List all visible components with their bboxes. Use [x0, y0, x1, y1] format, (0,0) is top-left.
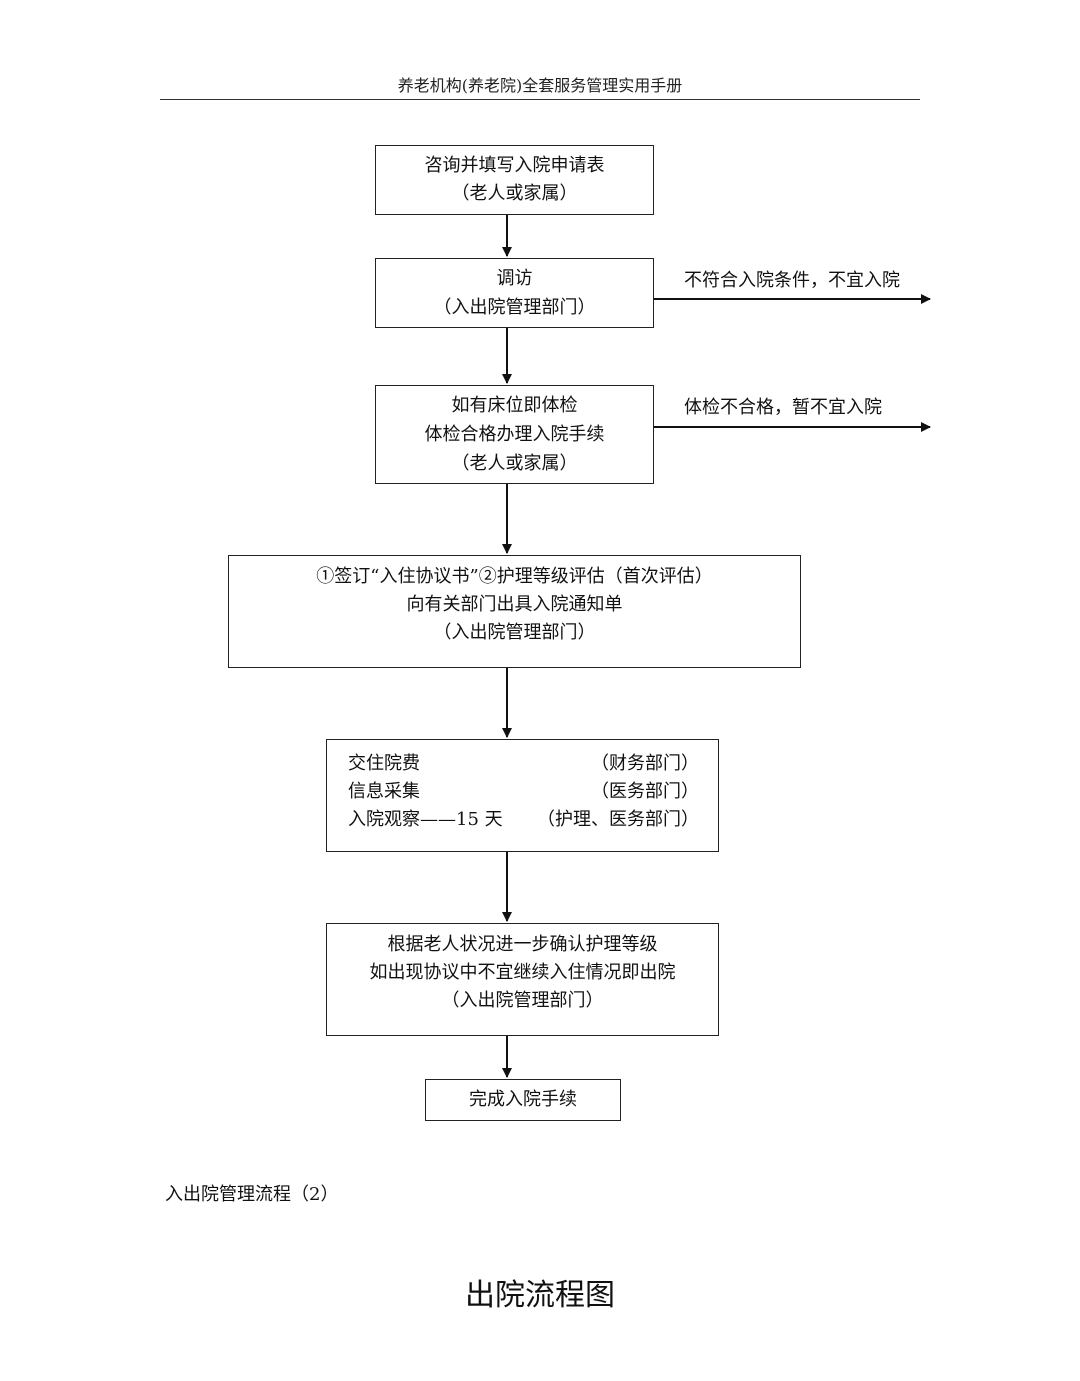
- header-rule: [160, 99, 920, 100]
- step-agreement-line-1: ①签订“入住协议书”②护理等级评估（首次评估）: [316, 566, 713, 587]
- step-agreement-line-2: 向有关部门出具入院通知单: [406, 594, 623, 615]
- step-confirm-line-3: （入出院管理部门）: [441, 990, 604, 1011]
- step-exam-box: 如有床位即体检 体检合格办理入院手续 （老人或家属）: [375, 385, 654, 484]
- step-visit-line-1: 调访: [496, 268, 533, 289]
- step-visit-box: 调访 （入出院管理部门）: [375, 258, 654, 328]
- info-label: 信息采集: [348, 781, 420, 802]
- reject-label-1: 不符合入院条件，不宜入院: [684, 270, 900, 291]
- observe-dept: （护理、医务部门）: [537, 809, 699, 830]
- fee-dept: （财务部门）: [591, 753, 699, 774]
- step-exam-line-2: 体检合格办理入院手续: [424, 424, 605, 445]
- step-agreement-box: ①签订“入住协议书”②护理等级评估（首次评估） 向有关部门出具入院通知单 （入出…: [228, 555, 801, 668]
- step-confirm-line-1: 根据老人状况进一步确认护理等级: [387, 934, 658, 955]
- step-confirm-box: 根据老人状况进一步确认护理等级 如出现协议中不宜继续入住情况即出院 （入出院管理…: [326, 923, 719, 1036]
- step-apply-box: 咨询并填写入院申请表 （老人或家属）: [375, 145, 654, 215]
- fee-label: 交住院费: [348, 753, 420, 774]
- page-header: 养老机构(养老院)全套服务管理实用手册: [397, 76, 683, 95]
- step-apply-line-2: （老人或家属）: [451, 183, 578, 204]
- step-complete-label: 完成入院手续: [469, 1089, 577, 1110]
- step-visit-line-2: （入出院管理部门）: [433, 297, 596, 318]
- step-complete-box: 完成入院手续: [425, 1079, 621, 1121]
- step-exam-line-3: （老人或家属）: [451, 453, 578, 474]
- discharge-flow-title: 出院流程图: [465, 1278, 615, 1313]
- step-apply-line-1: 咨询并填写入院申请表: [424, 155, 605, 176]
- section-caption: 入出院管理流程（2）: [165, 1184, 339, 1205]
- observe-label: 入院观察——15 天: [348, 809, 503, 830]
- reject-label-2: 体检不合格，暂不宜入院: [684, 397, 882, 418]
- step-admission-box: [326, 739, 719, 852]
- step-agreement-line-3: （入出院管理部门）: [433, 622, 596, 643]
- step-exam-line-1: 如有床位即体检: [451, 395, 578, 416]
- step-confirm-line-2: 如出现协议中不宜继续入住情况即出院: [369, 962, 676, 983]
- info-dept: （医务部门）: [591, 781, 699, 802]
